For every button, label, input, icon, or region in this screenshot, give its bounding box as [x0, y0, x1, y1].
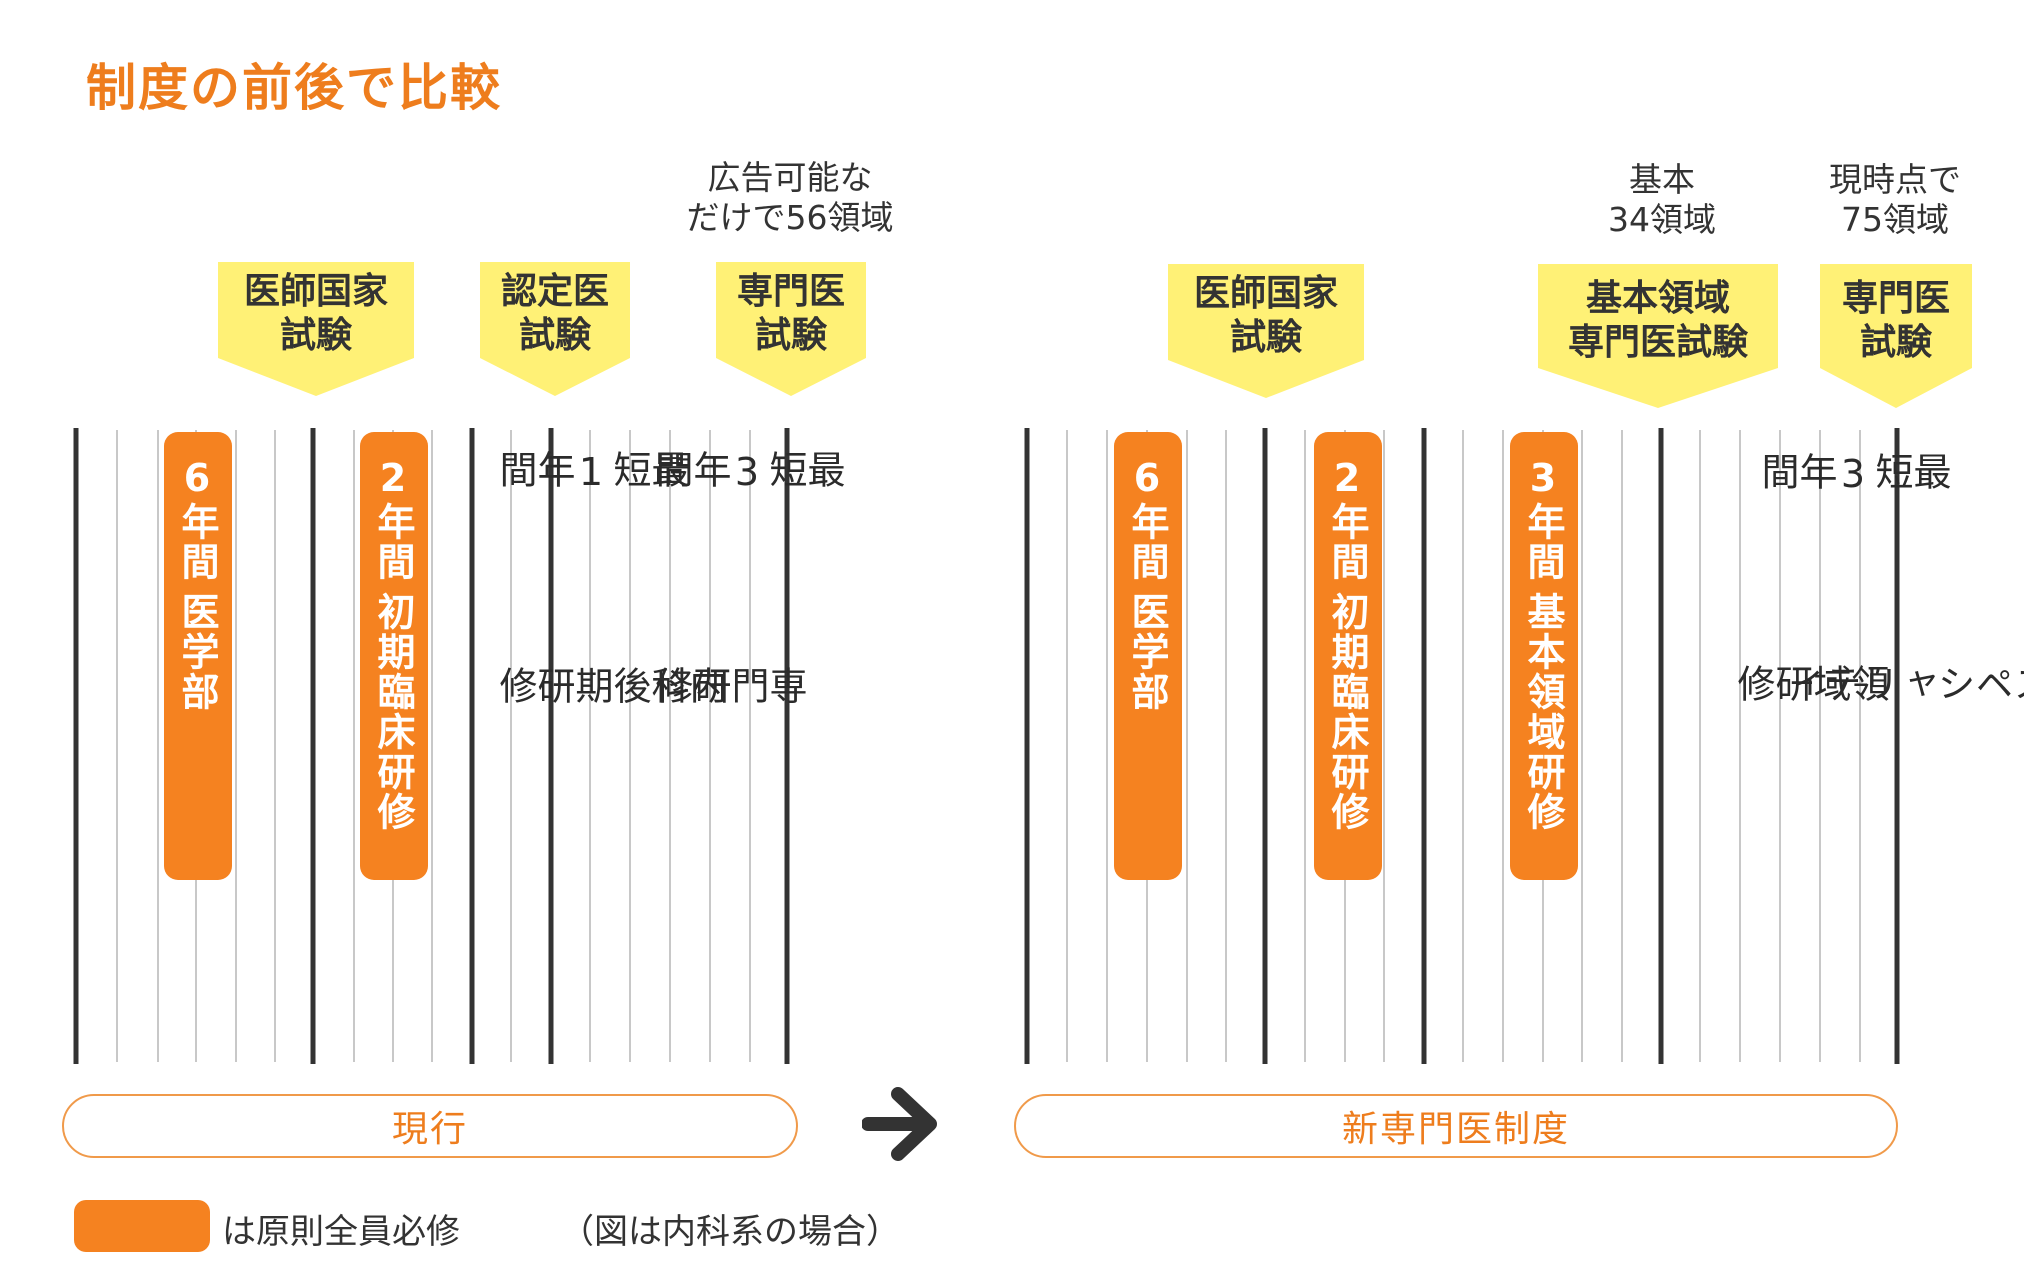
current-exam-certified: 認定医 試験	[480, 262, 630, 396]
page-title: 制度の前後で比較	[86, 59, 502, 117]
new-exam-specialist: 専門医 試験	[1820, 264, 1972, 408]
arrow-right-icon	[862, 1087, 937, 1161]
legend-note: （図は内科系の場合）	[560, 1212, 900, 1252]
current-exam-certified-label: 認定医 試験	[500, 271, 609, 356]
new-period-initial-training: 2年間 初期臨床研修	[1314, 432, 1382, 880]
current-period-medical-school: 6年間 医学部	[164, 432, 232, 880]
legend-swatch	[74, 1200, 210, 1252]
current-exam-national-label: 医師国家 試験	[243, 271, 388, 356]
new-note-sub: 現時点で 75領域	[1829, 160, 1961, 239]
new-note-basic: 基本 34領域	[1608, 160, 1716, 239]
current-exam-specialist: 専門医 試験	[716, 262, 866, 396]
current-exam-national: 医師国家 試験	[218, 262, 414, 396]
new-exam-national: 医師国家 試験	[1168, 264, 1364, 398]
legend-text: は原則全員必修	[222, 1212, 460, 1252]
new-exam-national-label: 医師国家 試験	[1193, 273, 1338, 358]
current-system-label: 現行	[62, 1094, 798, 1158]
new-exam-basic-label: 基本領域 専門医試験	[1567, 278, 1748, 363]
new-period-medical-school: 6年間 医学部	[1114, 432, 1182, 880]
current-exam-specialist-label: 専門医 試験	[736, 271, 845, 356]
current-note: 広告可能な だけで56領域	[686, 158, 894, 237]
new-exam-basic: 基本領域 専門医試験	[1538, 264, 1778, 408]
new-exam-specialist-label: 専門医 試験	[1841, 278, 1950, 363]
current-period-initial-training: 2年間 初期臨床研修	[360, 432, 428, 880]
new-period-basic-training: 3年間 基本領域研修	[1510, 432, 1578, 880]
new-system-label: 新専門医制度	[1014, 1094, 1898, 1158]
